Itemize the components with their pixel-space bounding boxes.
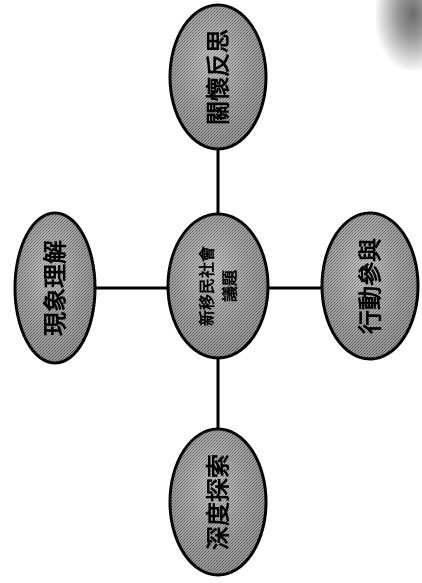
- node-center-label-line1: 新移民社會: [198, 245, 217, 326]
- node-top-label: 關懷反思: [204, 29, 233, 125]
- node-bottom-label: 深度探索: [204, 454, 233, 550]
- connector-lines: [95, 148, 322, 430]
- node-top: 關懷反思: [168, 3, 268, 151]
- node-center-label-line2: 議題: [221, 269, 240, 302]
- node-right: 行動參與: [320, 211, 420, 361]
- scan-corner-smudge: [376, 0, 422, 70]
- node-left-label: 現象理解: [41, 240, 70, 336]
- node-right-label: 行動參與: [356, 238, 385, 335]
- node-left: 現象理解: [13, 211, 97, 365]
- node-bottom: 深度探索: [168, 427, 268, 577]
- node-center: 新移民社會 議題: [166, 212, 270, 360]
